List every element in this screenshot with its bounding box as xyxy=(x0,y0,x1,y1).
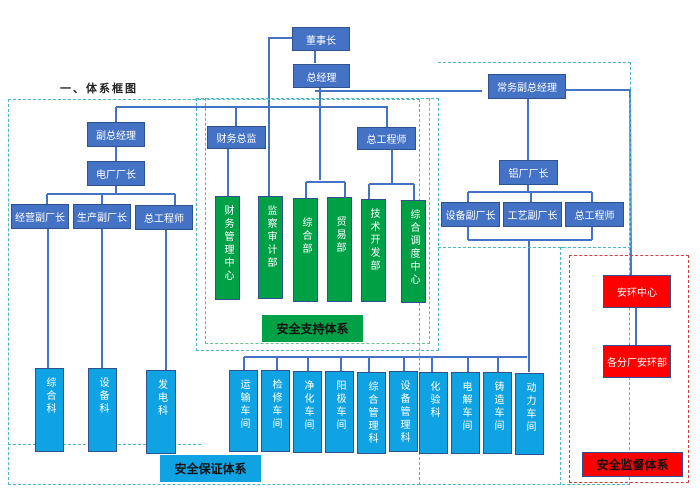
support-system-outer-boundary xyxy=(196,98,439,351)
chairman-node[interactable]: 董事长 xyxy=(292,27,350,51)
aluminum-sub-head-node[interactable]: 工艺副厂长 xyxy=(503,202,562,227)
aluminum-plant-director-node[interactable]: 铝厂厂长 xyxy=(499,160,558,185)
power-sub-head-node[interactable]: 经营副厂长 xyxy=(11,204,69,229)
support-department-node[interactable]: 技术开发部 xyxy=(361,199,386,302)
power-sub-head-node[interactable]: 总工程师 xyxy=(135,205,193,230)
deputy-gm-node[interactable]: 副总经理 xyxy=(87,122,145,147)
aluminum-sub-head-node[interactable]: 设备副厂长 xyxy=(441,202,500,227)
workshop-node[interactable]: 检修车间 xyxy=(261,370,290,452)
support-system-inner-boundary xyxy=(205,98,430,344)
support-system-label: 安全支持体系 xyxy=(262,315,363,342)
support-department-node[interactable]: 贸易部 xyxy=(327,197,352,302)
workshop-node[interactable]: 运输车间 xyxy=(229,370,258,452)
support-chief-engineer-node[interactable]: 总工程师 xyxy=(357,127,416,150)
support-department-node[interactable]: 财务管理中心 xyxy=(215,196,240,300)
aluminum-sub-head-node[interactable]: 总工程师 xyxy=(565,202,624,227)
section-heading: 一、体系框图 xyxy=(60,82,138,95)
support-department-node[interactable]: 综合调度中心 xyxy=(401,200,426,303)
safety-environment-center-node[interactable]: 安环中心 xyxy=(603,275,671,308)
power-sub-head-node[interactable]: 生产副厂长 xyxy=(73,204,131,229)
workshop-node[interactable]: 动力车间 xyxy=(515,373,544,455)
supervision-outer-boundary xyxy=(560,247,566,485)
support-department-node[interactable]: 监察审计部 xyxy=(258,196,283,299)
executive-deputy-gm-node[interactable]: 常务副总经理 xyxy=(488,74,566,99)
workshop-node[interactable]: 综合管理科 xyxy=(357,372,386,454)
power-department-node[interactable]: 发电科 xyxy=(146,370,176,454)
workshop-node[interactable]: 净化车间 xyxy=(293,371,322,453)
general-manager-node[interactable]: 总经理 xyxy=(293,64,350,88)
supervision-system-boundary xyxy=(569,255,689,483)
power-department-node[interactable]: 综合科 xyxy=(35,368,64,452)
cfo-node[interactable]: 财务总监 xyxy=(207,126,266,149)
workshop-node[interactable]: 设备管理科 xyxy=(389,371,418,452)
assurance-system-label: 安全保证体系 xyxy=(160,455,261,482)
power-plant-director-node[interactable]: 电厂厂长 xyxy=(87,161,145,186)
power-department-node[interactable]: 设备科 xyxy=(88,368,117,452)
branch-safety-dept-node[interactable]: 各分厂安环部 xyxy=(603,345,671,378)
aluminum-branch-boundary xyxy=(438,62,631,248)
supervision-system-label: 安全监督体系 xyxy=(582,452,683,477)
workshop-node[interactable]: 电解车间 xyxy=(451,372,480,454)
support-department-node[interactable]: 综合部 xyxy=(293,198,318,302)
workshop-node[interactable]: 铸造车间 xyxy=(483,372,512,454)
workshop-node[interactable]: 化验科 xyxy=(419,372,448,454)
workshop-node[interactable]: 阳极车间 xyxy=(325,371,354,453)
